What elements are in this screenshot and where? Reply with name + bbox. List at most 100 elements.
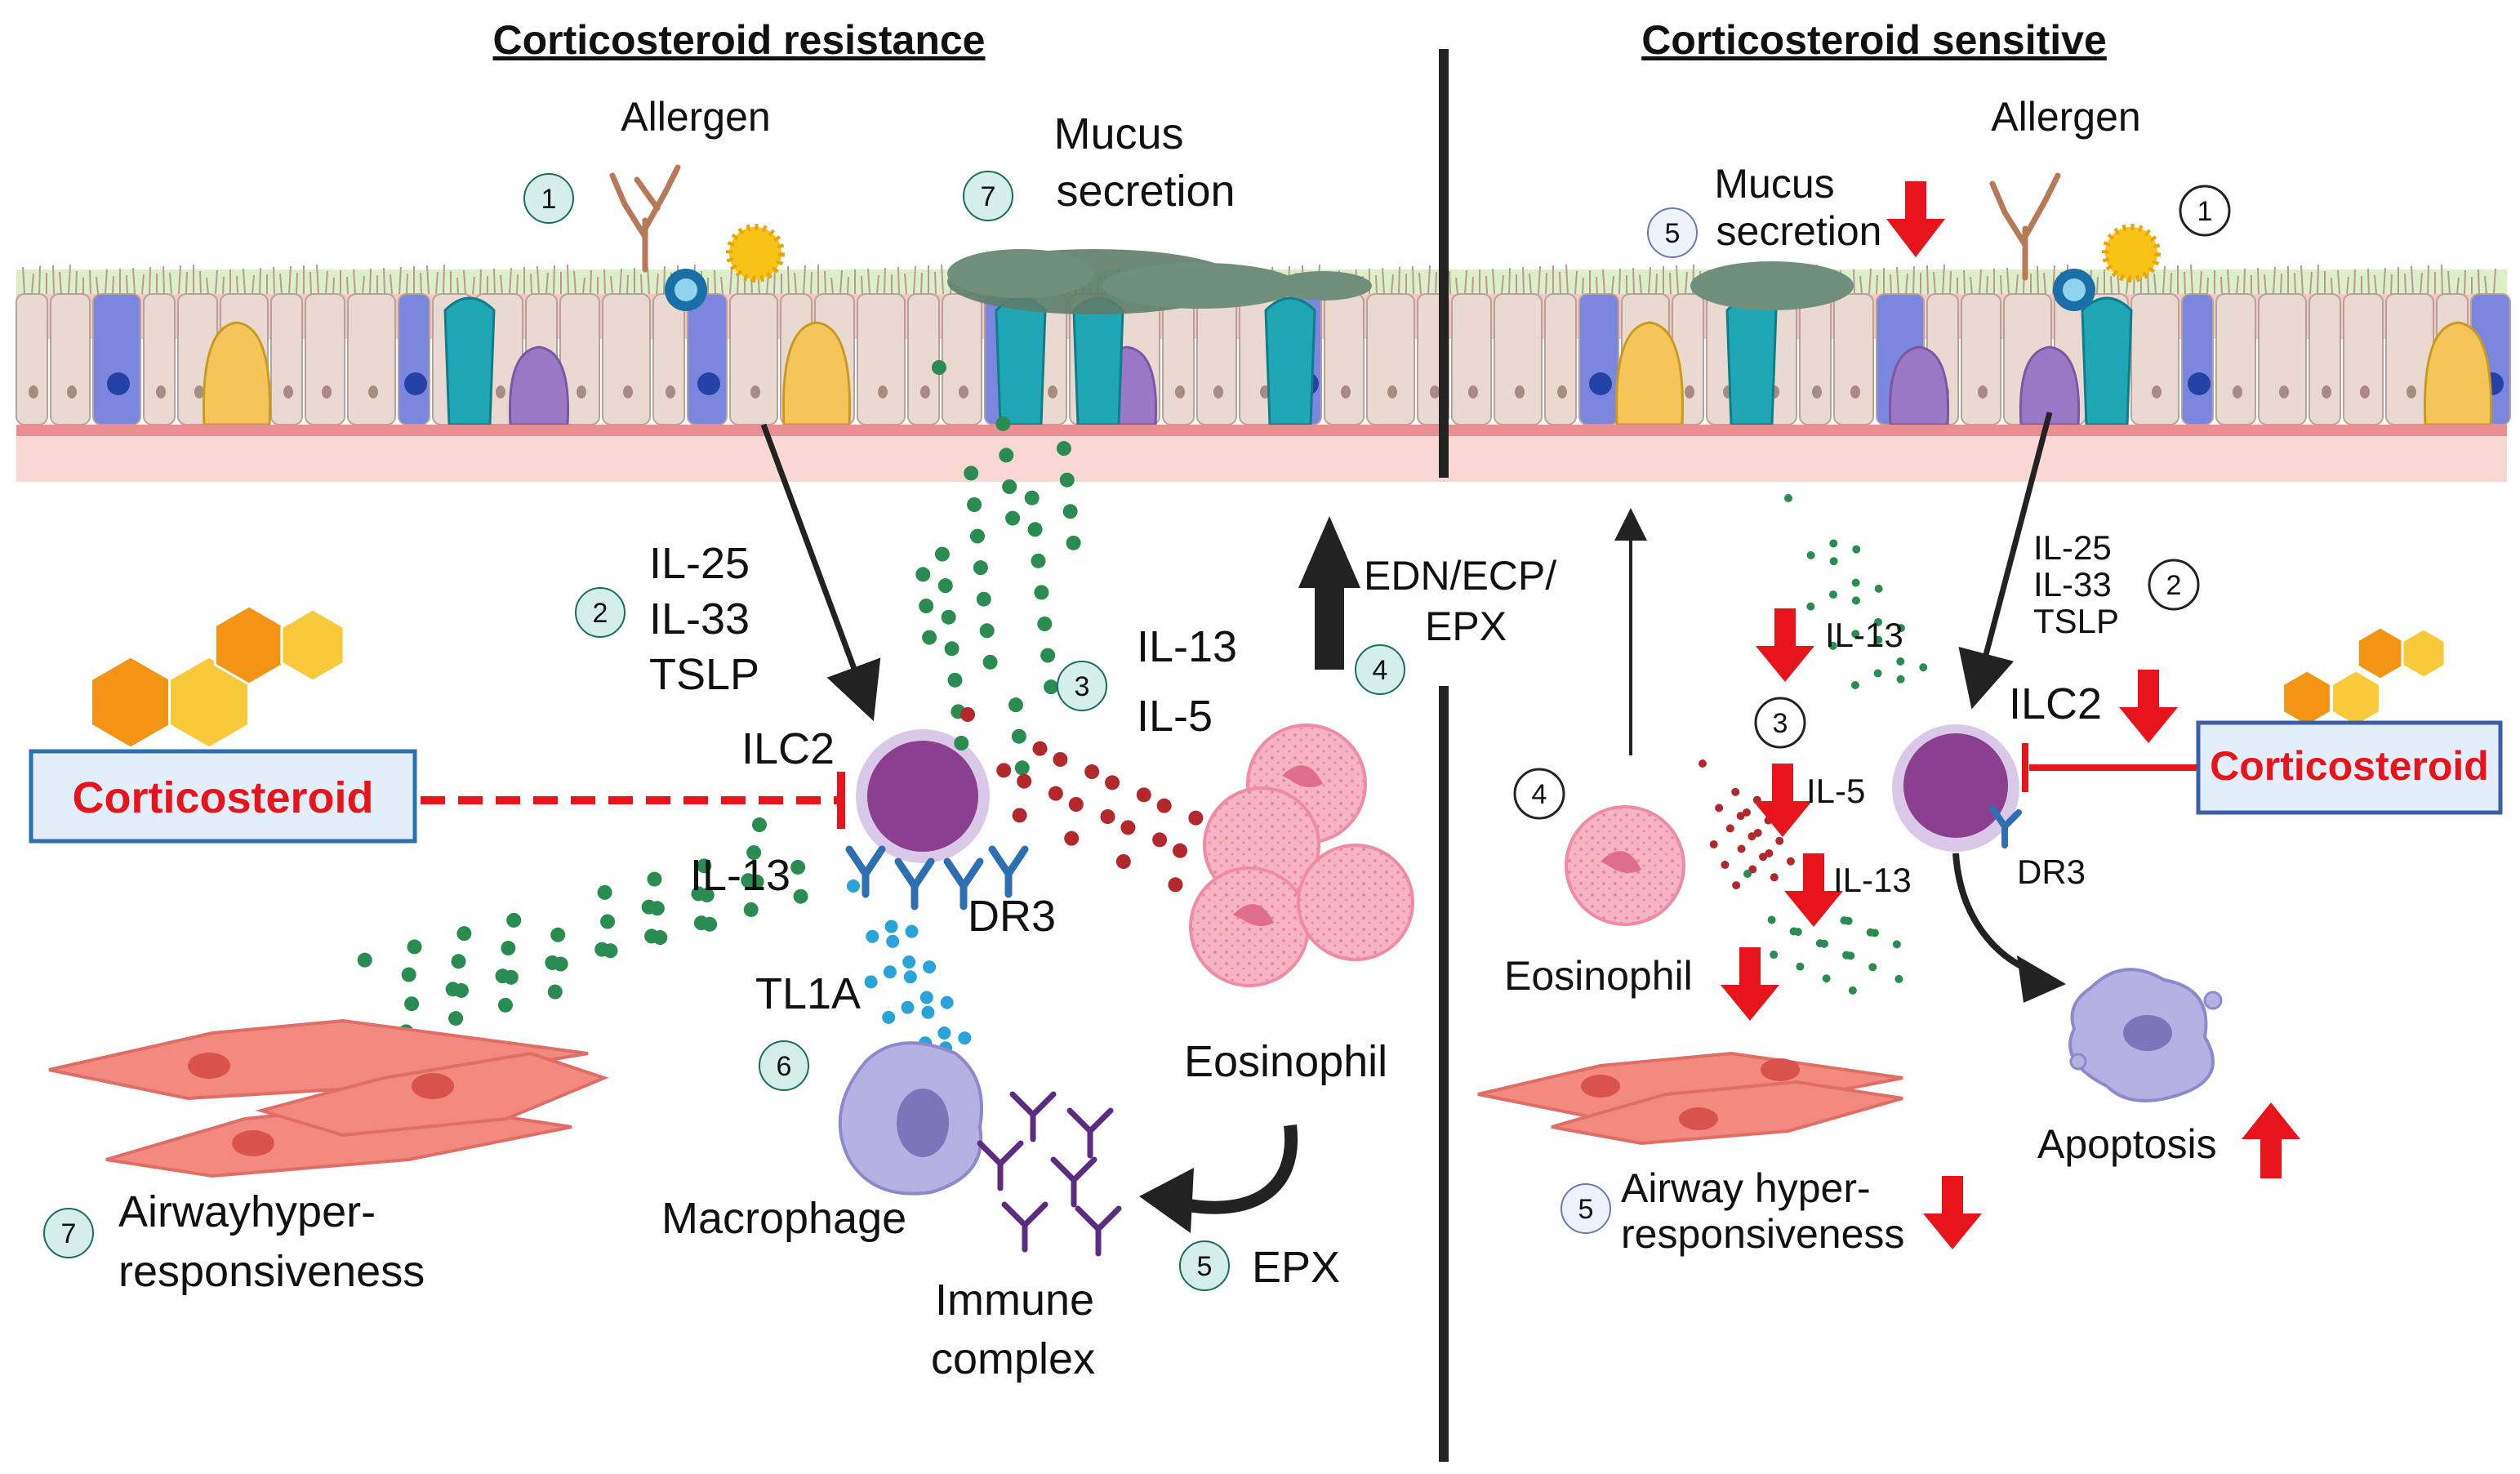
tuft-cell (1888, 345, 1950, 426)
left-cytokine-dots (357, 360, 1240, 1060)
basal-cell (203, 321, 271, 426)
svg-text:7: 7 (981, 181, 996, 212)
cell-nucleus (1812, 385, 1822, 399)
macrophage-cell (838, 1041, 983, 1196)
goblet-nucleus (2188, 372, 2211, 395)
immune-complex-line1: Immune (935, 1276, 1094, 1325)
epithelial-cell (1366, 293, 1415, 425)
left-mucus-label-line2: secretion (1056, 167, 1235, 216)
cell-nucleus (878, 385, 888, 399)
epithelial-cell (2343, 293, 2384, 425)
il5-down-arrow (1753, 764, 1812, 837)
secretory-cell (995, 296, 1047, 426)
tuft-cell (2019, 345, 2081, 426)
left-step-7a: 7 (963, 171, 1013, 221)
secretory-cell (1725, 296, 1778, 426)
right-dr3-receptor (1989, 805, 2022, 848)
cell-nucleus (368, 385, 378, 399)
svg-text:Corticosteroid: Corticosteroid (72, 773, 373, 822)
right-allergen-icons (1989, 172, 2161, 311)
right-allergen-label: Allergen (1991, 94, 2140, 140)
svg-text:3: 3 (1773, 708, 1788, 739)
secretory-cell (1072, 296, 1124, 426)
epithelial-cell (1162, 293, 1195, 425)
cell-nucleus (1978, 385, 1988, 399)
left-dr3-label: DR3 (968, 892, 1056, 941)
epithelial-cell (1196, 293, 1237, 425)
right-step-1: 1 (2179, 185, 2231, 237)
cell-nucleus (496, 385, 505, 399)
tuft-cell (508, 345, 570, 426)
right-il13-top-label: IL-13 (1825, 616, 1903, 654)
eosinophil-down-arrow (1721, 947, 1779, 1021)
left-corticosteroid-box: Corticosteroid (29, 749, 417, 844)
cell-nucleus (1850, 385, 1860, 399)
left-corticosteroid-molecule-icon (90, 604, 345, 750)
right-inhibition-line (2022, 743, 2197, 792)
il13-bottom-down-arrow (1784, 853, 1843, 927)
goblet-nucleus (1589, 372, 1612, 395)
secretory-cell (2081, 296, 2133, 426)
immune-complex-line2: complex (931, 1334, 1095, 1383)
cell-nucleus (577, 385, 586, 399)
right-il13-bottom-label: IL-13 (1833, 861, 1912, 899)
right-title: Corticosteroid sensitive (1641, 17, 2107, 63)
cell-nucleus (920, 385, 930, 399)
left-step-3: 3 (1057, 661, 1107, 711)
svg-text:3: 3 (1075, 671, 1090, 702)
cell-nucleus (156, 385, 166, 399)
cell-nucleus (1175, 385, 1185, 399)
right-eosinophil (1565, 805, 1685, 926)
left-il5-label: IL-5 (1137, 692, 1213, 741)
left-tl1a-label: TL1A (755, 969, 861, 1018)
il13-top-down-arrow (1756, 608, 1814, 682)
left-step-7b: 7 (43, 1208, 94, 1258)
cell-nucleus (322, 385, 332, 399)
left-step-6: 6 (759, 1040, 809, 1091)
svg-text:2: 2 (593, 598, 608, 629)
epithelial-cell (1799, 293, 1832, 425)
right-ahr-line2: responsiveness (1621, 1211, 1904, 1257)
cell-nucleus (2279, 385, 2289, 399)
epithelial-cell (2181, 293, 2214, 425)
epithelial-cell (857, 293, 906, 425)
right-eosinophil-label: Eosinophil (1504, 953, 1693, 999)
cell-nucleus (1048, 385, 1057, 399)
edn-up-arrow (1298, 516, 1360, 670)
cell-nucleus (2152, 385, 2162, 399)
epx-label: EPX (1252, 1243, 1340, 1292)
left-cytokine-tslp: TSLP (649, 650, 759, 699)
cell-nucleus (1387, 385, 1397, 399)
cell-nucleus (1515, 385, 1525, 399)
ilc2-down-arrow (2119, 670, 2178, 743)
edn-label-line1: EDN/ECP/ (1364, 553, 1556, 599)
epithelial-cell (347, 293, 396, 425)
left-airway-smooth-muscle (48, 1018, 609, 1178)
left-eosinophil-label: Eosinophil (1184, 1037, 1387, 1086)
arrow-epithelium-to-ilc2-left (760, 423, 881, 722)
secretory-cell (1264, 296, 1316, 426)
apoptosis-label: Apoptosis (2037, 1121, 2217, 1167)
epithelial-cell (1833, 293, 1874, 425)
cell-nucleus (2406, 385, 2416, 399)
cell-nucleus (750, 385, 760, 399)
right-mucus-line1: Mucus (1714, 161, 1834, 207)
cell-nucleus (1341, 385, 1351, 399)
left-dr3-receptors (845, 845, 1029, 911)
cell-nucleus (959, 385, 968, 399)
goblet-nucleus (107, 372, 130, 395)
left-cytokine-il25: IL-25 (649, 539, 750, 588)
left-inhibition-line (421, 772, 845, 829)
right-ahr-line1: Airway hyper- (1621, 1165, 1871, 1211)
left-il13-label: IL-13 (690, 851, 790, 900)
right-cytokine-il33: IL-33 (2033, 565, 2112, 603)
macrophage-label: Macrophage (661, 1194, 906, 1243)
left-ilc2-label: ILC2 (741, 724, 835, 773)
cell-nucleus (67, 385, 77, 399)
epithelial-cell (1324, 293, 1365, 425)
basal-cell (2424, 321, 2492, 426)
svg-text:2: 2 (2166, 570, 2182, 601)
right-airway-smooth-muscle (1477, 1051, 1903, 1146)
left-title: Corticosteroid resistance (493, 17, 986, 63)
epithelial-cell (1578, 293, 1619, 425)
